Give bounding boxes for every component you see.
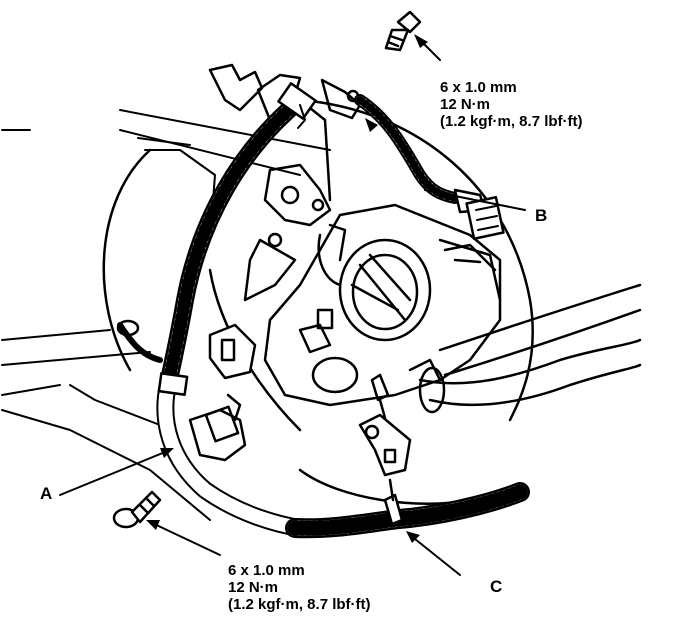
lower-bracket [358, 373, 412, 526]
bolt-bottom [112, 490, 162, 529]
engine-background-lines [1, 109, 331, 521]
torque-alt-top: (1.2 kgf·m, 8.7 lbf·ft) [440, 113, 583, 130]
arrow-heads [146, 34, 428, 543]
top-forks [208, 63, 362, 122]
coolant-hoses [408, 283, 642, 414]
leader-lines [59, 37, 526, 576]
bolt-size-bottom: 6 x 1.0 mm [228, 562, 305, 579]
connectors [116, 319, 257, 462]
callout-a: A [40, 484, 53, 503]
torque-nm-top: 12 N·m [440, 96, 491, 113]
throttle-body [263, 203, 502, 407]
bolt-top [384, 10, 422, 52]
torque-spec-bottom: 6 x 1.0 mm 12 N·m (1.2 kgf·m, 8.7 lbf·ft… [228, 562, 371, 613]
torque-alt-bottom: (1.2 kgf·m, 8.7 lbf·ft) [228, 596, 371, 613]
bolt-size-top: 6 x 1.0 mm [440, 79, 517, 96]
callout-c: C [490, 577, 503, 596]
harness-a [156, 82, 530, 539]
torque-nm-bottom: 12 N·m [228, 579, 279, 596]
callout-b: B [535, 206, 548, 225]
torque-spec-top: 6 x 1.0 mm 12 N·m (1.2 kgf·m, 8.7 lbf·ft… [440, 79, 583, 130]
